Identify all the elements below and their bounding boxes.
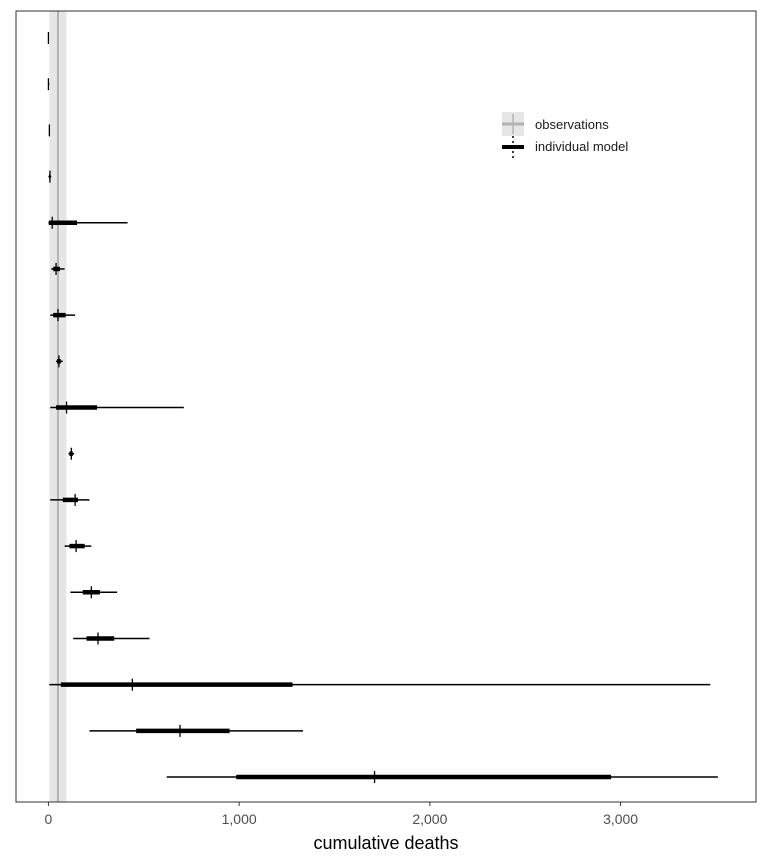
plot-panel bbox=[16, 11, 756, 802]
model-interval-row bbox=[70, 586, 118, 599]
model-interval-row bbox=[50, 309, 76, 322]
x-axis-title: cumulative deaths bbox=[313, 833, 458, 853]
model-interval-row bbox=[166, 771, 718, 784]
panel-frame-layer bbox=[15, 10, 757, 803]
model-interval-row bbox=[47, 78, 50, 91]
model-interval-row bbox=[51, 262, 65, 275]
panel-border bbox=[15, 10, 757, 803]
model-interval-row bbox=[50, 401, 184, 414]
model-interval-row bbox=[50, 493, 90, 506]
legend-label-individual-model: individual model bbox=[535, 139, 628, 154]
legend-label-observations: observations bbox=[535, 117, 609, 132]
x-tick-label: 2,000 bbox=[412, 811, 447, 827]
x-tick-label: 3,000 bbox=[603, 811, 638, 827]
model-interval-row bbox=[47, 32, 50, 44]
model-interval-row bbox=[48, 216, 128, 229]
model-interval-row bbox=[49, 678, 711, 691]
x-axis: 0 1,000 2,000 3,000 bbox=[45, 802, 638, 827]
x-tick-label: 0 bbox=[45, 811, 53, 827]
model-interval-row bbox=[73, 632, 150, 645]
model-interval-row bbox=[48, 170, 52, 183]
legend: observations individual model bbox=[502, 112, 628, 158]
model-interval-row bbox=[89, 724, 304, 737]
panel-background bbox=[16, 11, 756, 802]
model-interval-row bbox=[68, 447, 75, 460]
model-intervals bbox=[47, 32, 718, 784]
x-tick-label: 1,000 bbox=[222, 811, 257, 827]
model-interval-row bbox=[56, 355, 63, 368]
model-interval-row bbox=[64, 540, 92, 553]
model-interval-row bbox=[48, 124, 51, 137]
